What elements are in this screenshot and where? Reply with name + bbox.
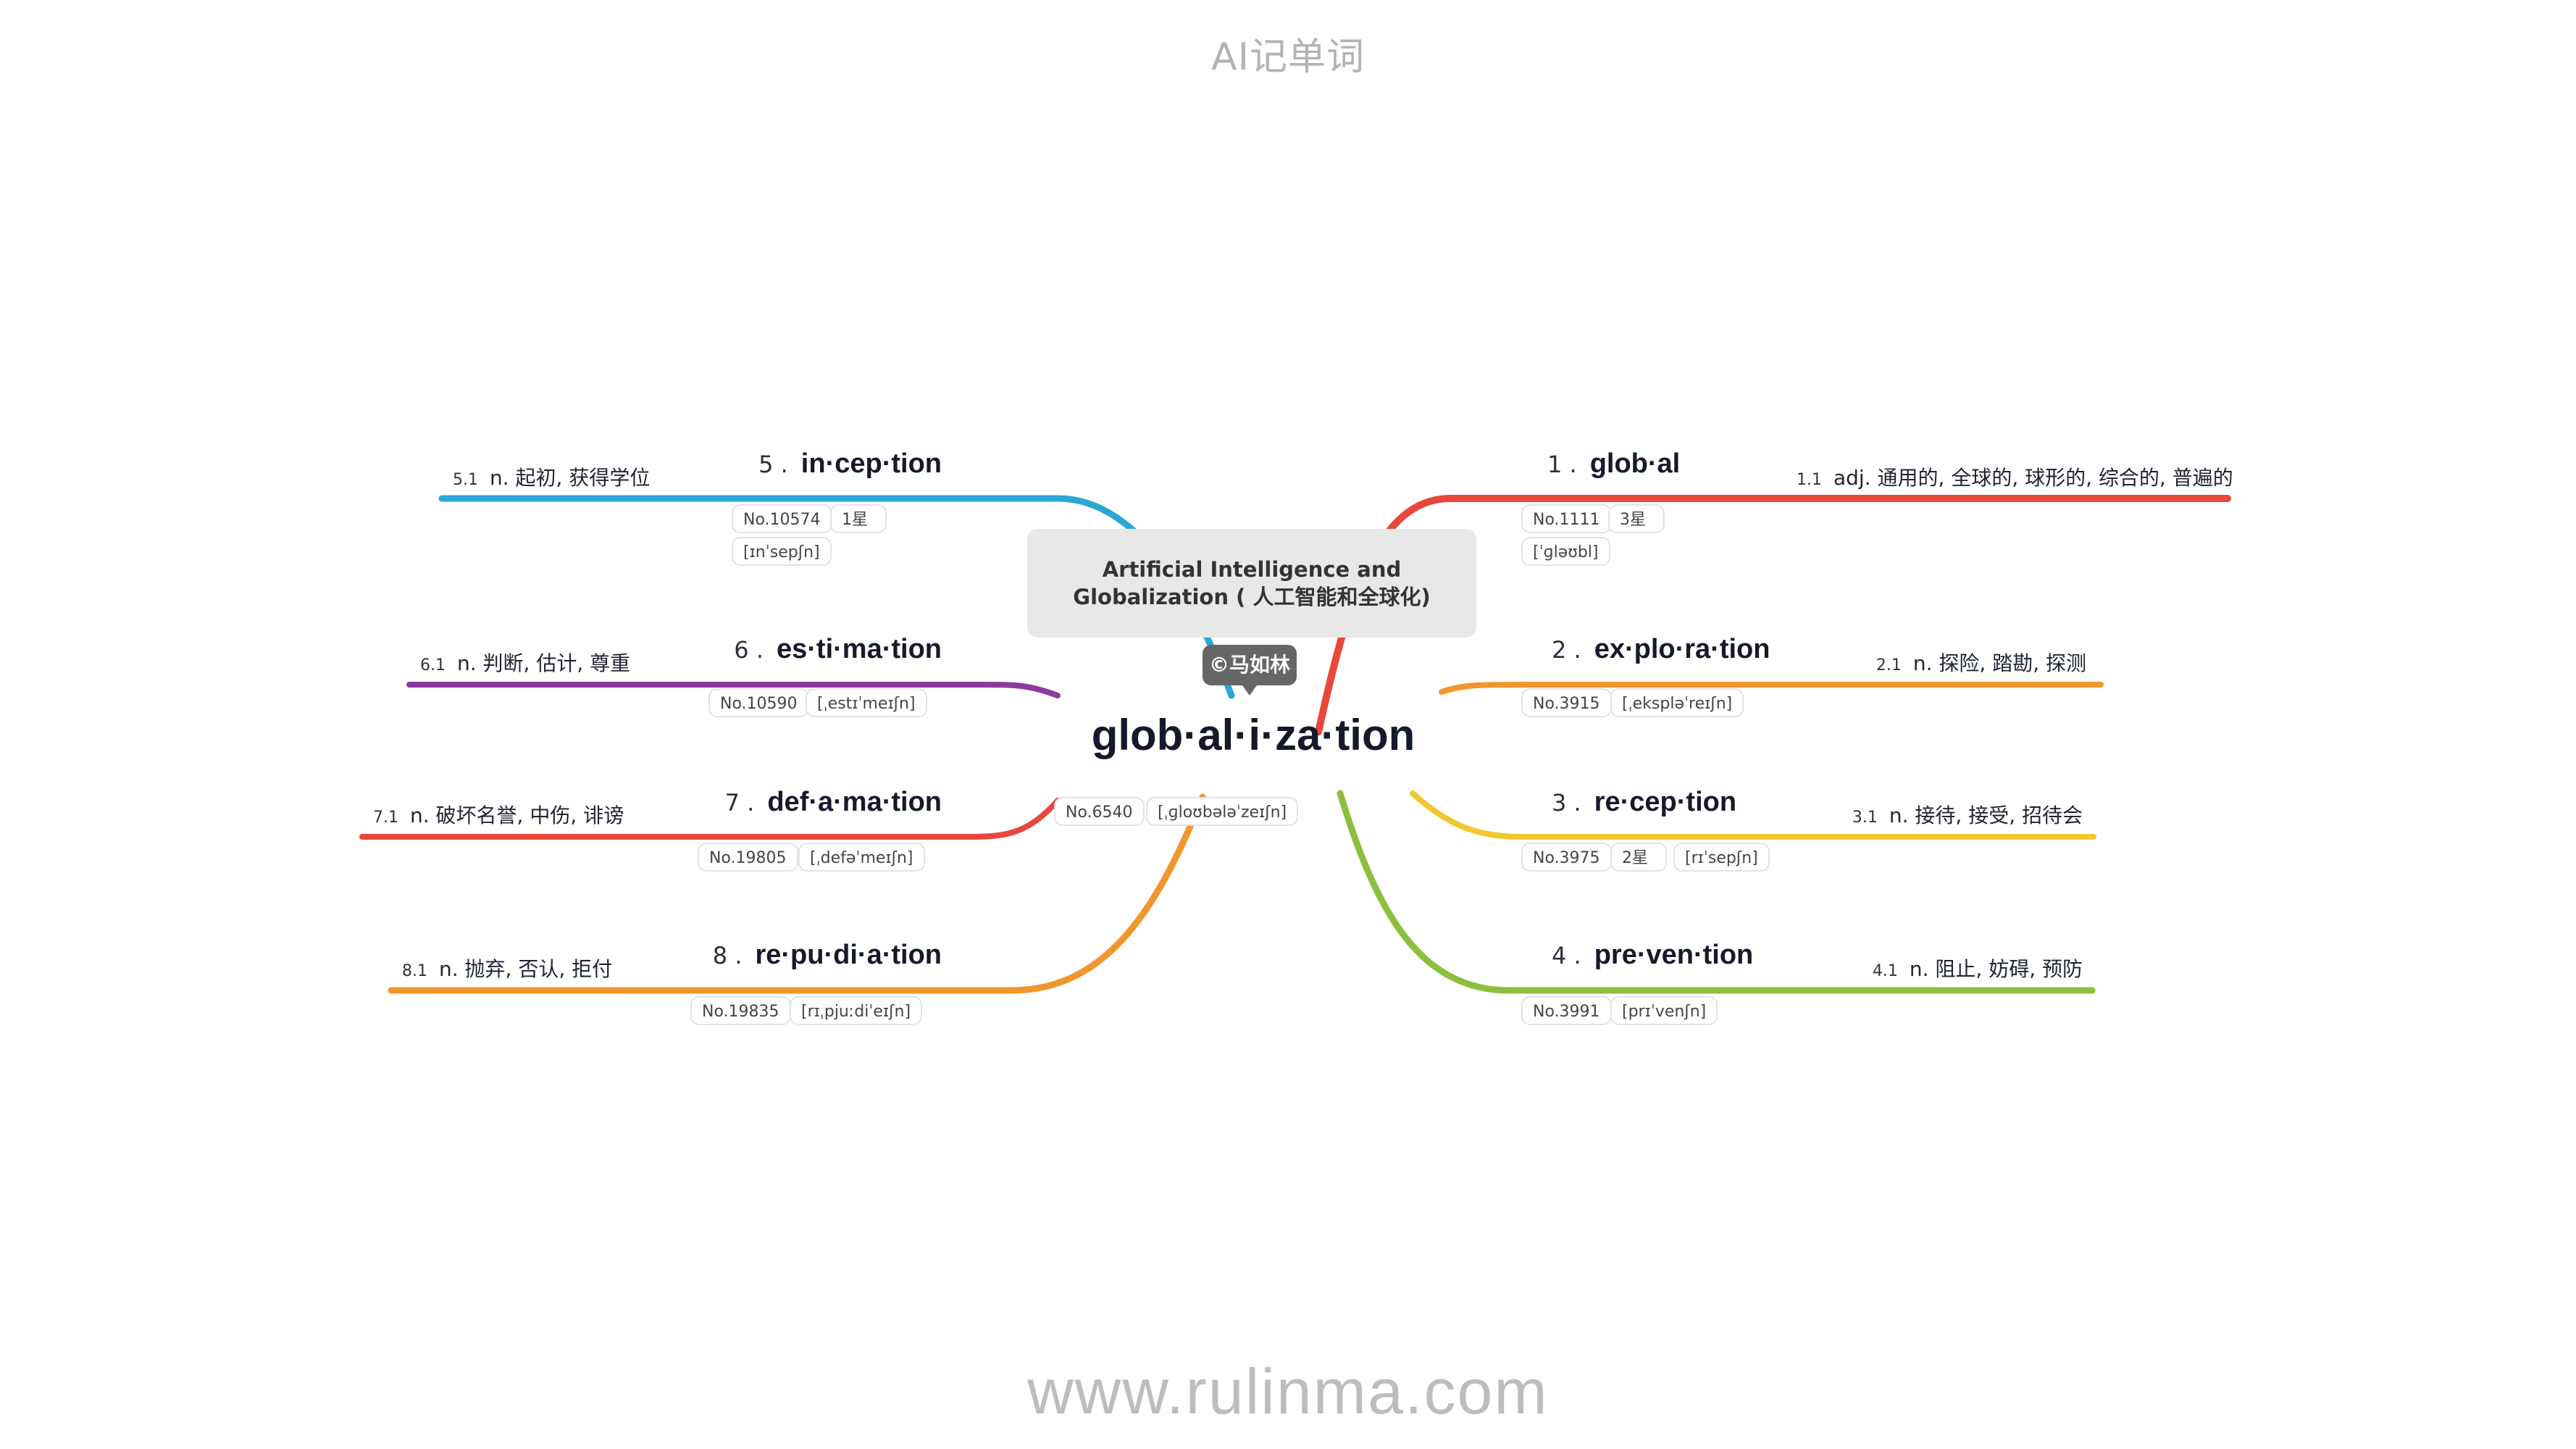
- branch-estimation-definition: 6.1 n. 判断, 估计, 尊重: [420, 649, 630, 678]
- definition-number: 2.1: [1875, 656, 1902, 675]
- branch-prevention-number-tag: No.3991: [1521, 996, 1612, 1025]
- definition-number: 6.1: [420, 656, 446, 675]
- author-badge: ©马如林: [1203, 645, 1297, 696]
- branch-defamation-word[interactable]: 7 . def·a·ma·tion: [652, 780, 942, 824]
- branch-index: 3 .: [1552, 789, 1581, 817]
- definition-number: 1.1: [1797, 471, 1822, 489]
- branch-inception-word[interactable]: 5 . in·cep·tion: [688, 442, 942, 485]
- branch-defamation-definition: 7.1 n. 破坏名誉, 中伤, 诽谤: [373, 801, 624, 830]
- definition-text: n. 阻止, 妨碍, 预防: [1909, 957, 2083, 981]
- branch-word: pre·ven·tion: [1594, 940, 1754, 970]
- definition-text: n. 判断, 估计, 尊重: [457, 651, 631, 675]
- branch-inception-definition: 5.1 n. 起初, 获得学位: [453, 464, 650, 493]
- connector-estimation: [406, 682, 1061, 698]
- branch-reception-definition: 3.1 n. 接待, 接受, 招待会: [1840, 801, 2083, 830]
- branch-index: 2 .: [1552, 636, 1581, 664]
- branch-reception-number-tag: No.3975: [1521, 843, 1612, 872]
- definition-text: n. 破坏名誉, 中伤, 诽谤: [410, 803, 624, 827]
- connector-repudiation: [388, 793, 1206, 994]
- branch-defamation-phonetic-tag: [ˌdefəˈmeɪʃn]: [798, 843, 925, 872]
- branch-repudiation-phonetic-tag: [rɪˌpjuːdiˈeɪʃn]: [790, 996, 923, 1025]
- branch-prevention-definition: 4.1 n. 阻止, 妨碍, 预防: [1854, 955, 2083, 984]
- branch-exploration-phonetic-tag: [ˌekspləˈreɪʃn]: [1610, 688, 1744, 717]
- connector-reception: [1410, 790, 2096, 840]
- branch-reception-word[interactable]: 3 . re·cep·tion: [1552, 780, 1736, 824]
- branch-global-number-tag: No.1111: [1521, 504, 1612, 533]
- branch-index: 7 .: [724, 789, 755, 817]
- branch-index: 8 .: [712, 942, 743, 969]
- branch-repudiation-word[interactable]: 8 . re·pu·di·a·tion: [637, 933, 942, 977]
- branch-prevention-word[interactable]: 4 . pre·ven·tion: [1552, 933, 1753, 977]
- branch-estimation-word[interactable]: 6 . es·ti·ma·tion: [652, 627, 942, 671]
- branch-index: 1 .: [1547, 451, 1577, 478]
- branch-index: 5 .: [758, 451, 788, 478]
- branch-word: ex·plo·ra·tion: [1594, 634, 1770, 664]
- branch-repudiation-number-tag: No.19835: [690, 996, 791, 1025]
- branch-defamation-number-tag: No.19805: [698, 843, 798, 872]
- central-note: Artificial Intelligence and Globalizatio…: [1027, 529, 1476, 638]
- branch-estimation-phonetic-tag: [ˌestɪˈmeɪʃn]: [806, 688, 927, 717]
- branch-exploration-definition: 2.1 n. 探险, 踏勘, 探测: [1854, 649, 2086, 678]
- definition-text: n. 探险, 踏勘, 探测: [1912, 651, 2086, 675]
- definition-text: n. 接待, 接受, 招待会: [1889, 803, 2083, 827]
- branch-global-definition: 1.1 adj. 通用的, 全球的, 球形的, 综合的, 普遍的: [1797, 464, 2233, 493]
- branch-estimation-number-tag: No.10590: [708, 688, 809, 717]
- definition-text: n. 起初, 获得学位: [490, 466, 651, 490]
- branch-repudiation-definition: 8.1 n. 抛弃, 否认, 拒付: [402, 955, 612, 984]
- central-number-tag: No.6540: [1054, 797, 1145, 826]
- footer-website[interactable]: www.rulinma.com: [1027, 1356, 1549, 1427]
- branch-prevention-phonetic-tag: [prɪˈvenʃn]: [1610, 996, 1718, 1025]
- central-word[interactable]: glob·al·i·za·tion: [1091, 711, 1415, 759]
- definition-number: 5.1: [453, 471, 478, 489]
- branch-inception-phonetic-tag: [ɪnˈsepʃn]: [732, 537, 832, 566]
- definition-text: n. 抛弃, 否认, 拒付: [439, 957, 613, 981]
- connector-exploration: [1439, 682, 2104, 695]
- branch-word: re·pu·di·a·tion: [755, 940, 942, 970]
- definition-number: 4.1: [1872, 962, 1898, 980]
- branch-reception-star-tag: 2星: [1610, 843, 1667, 872]
- branch-word: es·ti·ma·tion: [777, 634, 942, 664]
- branch-global-star-tag: 3星: [1608, 504, 1665, 533]
- branch-index: 4 .: [1552, 942, 1581, 969]
- branch-word: re·cep·tion: [1594, 787, 1737, 817]
- branch-word: glob·al: [1589, 448, 1681, 479]
- branch-inception-number-tag: No.10574: [732, 504, 832, 533]
- header-title: AI记单词: [1211, 36, 1365, 79]
- branch-exploration-number-tag: No.3915: [1521, 688, 1612, 717]
- connector-defamation: [359, 798, 1061, 840]
- branch-reception-phonetic-tag: [rɪˈsepʃn]: [1673, 843, 1770, 872]
- branch-global-word[interactable]: 1 . glob·al: [1547, 442, 1680, 485]
- definition-number: 8.1: [402, 962, 427, 980]
- branch-word: def·a·ma·tion: [767, 787, 942, 817]
- branch-global-phonetic-tag: [ˈɡləʊbl]: [1521, 537, 1610, 566]
- branch-index: 6 .: [734, 636, 764, 664]
- definition-text: adj. 通用的, 全球的, 球形的, 综合的, 普遍的: [1833, 466, 2233, 490]
- branch-exploration-word[interactable]: 2 . ex·plo·ra·tion: [1552, 627, 1770, 671]
- definition-number: 7.1: [373, 809, 398, 827]
- branch-inception-star-tag: 1星: [830, 504, 887, 533]
- connector-prevention: [1337, 790, 2096, 994]
- definition-number: 3.1: [1852, 809, 1878, 827]
- branch-word: in·cep·tion: [800, 448, 942, 479]
- central-phonetic-tag: [ˌɡloʊbələˈzeɪʃn]: [1146, 797, 1299, 826]
